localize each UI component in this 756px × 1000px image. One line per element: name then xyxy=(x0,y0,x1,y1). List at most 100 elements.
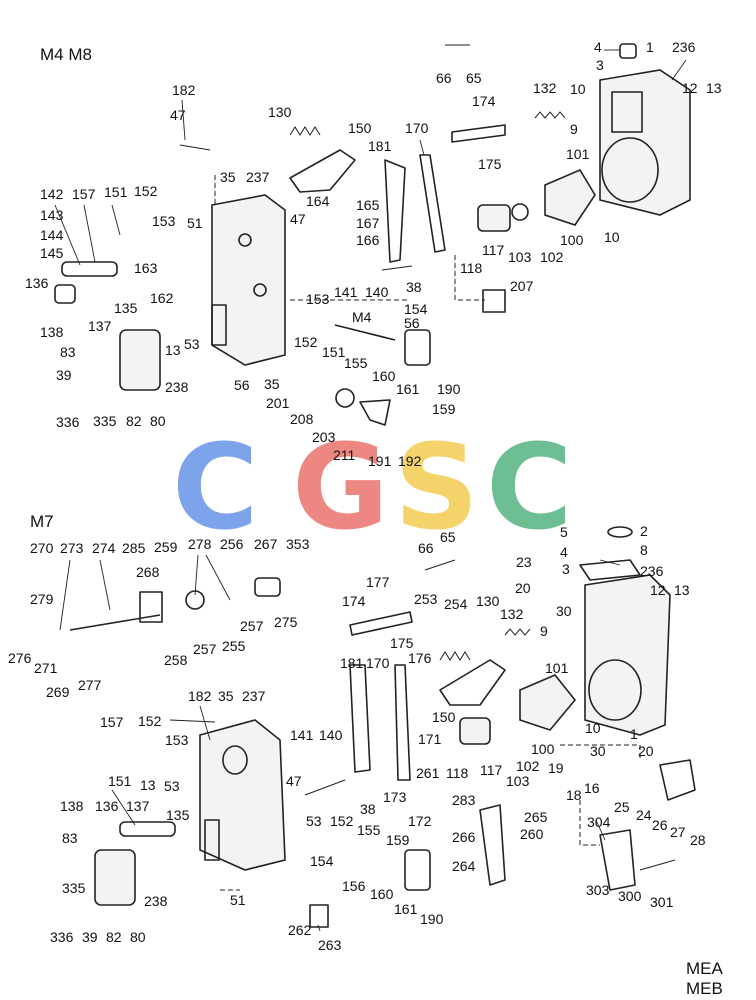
leader-line xyxy=(99,559,111,611)
callout: 255 xyxy=(222,638,246,654)
screw-38-top xyxy=(381,265,413,271)
callout: 237 xyxy=(246,169,270,185)
callout: 66 xyxy=(418,540,434,556)
callout: 53 xyxy=(184,336,200,352)
callout: 166 xyxy=(356,232,380,248)
spring-132-top xyxy=(534,111,566,119)
callout: 152 xyxy=(138,713,162,729)
callout: 18 xyxy=(566,787,582,803)
callout: 175 xyxy=(390,635,414,651)
callout: 260 xyxy=(520,826,544,842)
leader-line xyxy=(599,559,621,566)
callout: 102 xyxy=(540,249,564,265)
callout: 82 xyxy=(106,929,122,945)
callout: 100 xyxy=(531,741,555,757)
callout: 254 xyxy=(444,596,468,612)
callout: 35 xyxy=(218,688,234,704)
arm-170-bottom xyxy=(394,664,411,781)
callout: 151 xyxy=(104,184,128,200)
callout: 256 xyxy=(220,536,244,552)
callout: 190 xyxy=(437,381,461,397)
washer-103-top xyxy=(511,203,529,221)
watermark-letter-3: S xyxy=(394,418,479,556)
callout: 160 xyxy=(370,886,394,902)
callout: 152 xyxy=(330,813,354,829)
leader-line xyxy=(595,819,606,841)
callout: 47 xyxy=(286,773,302,789)
section-label-m4: M4 xyxy=(352,309,372,325)
callout: 259 xyxy=(154,539,178,555)
top-assembly xyxy=(54,43,691,426)
callout: 13 xyxy=(706,80,722,96)
cam-assembly-top xyxy=(544,168,596,226)
callout: 103 xyxy=(508,249,532,265)
bracket-174-bottom xyxy=(349,611,413,636)
lever-150-bottom xyxy=(439,659,506,706)
callout: 13 xyxy=(674,582,690,598)
bracket-26-bottom xyxy=(659,759,696,801)
lever-300-bottom xyxy=(599,829,636,891)
callout: 30 xyxy=(556,603,572,619)
cap-screw-top xyxy=(619,43,637,59)
callout: 38 xyxy=(406,279,422,295)
callout: 53 xyxy=(306,813,322,829)
callout: 138 xyxy=(40,324,64,340)
callout: 12 xyxy=(682,80,698,96)
cap-138-top xyxy=(54,284,76,304)
callout: 261 xyxy=(416,765,440,781)
section-label-m7: M7 xyxy=(30,512,54,531)
callout: 208 xyxy=(290,411,314,427)
leader-line xyxy=(199,705,211,741)
callout: 13 xyxy=(165,342,181,358)
callout: 66 xyxy=(436,70,452,86)
callout: 301 xyxy=(650,894,674,910)
callout: 2 xyxy=(640,523,648,539)
plug-263-bottom xyxy=(309,904,329,928)
callout: 201 xyxy=(266,395,290,411)
callout: 23 xyxy=(516,554,532,570)
callout: 336 xyxy=(56,414,80,430)
callout: 144 xyxy=(40,227,64,243)
leader-line xyxy=(54,204,81,266)
leader-line xyxy=(419,139,425,156)
callout: 8 xyxy=(640,542,648,558)
housing-right-bottom xyxy=(584,574,671,736)
leader-line xyxy=(111,789,136,826)
callout: 154 xyxy=(404,301,428,317)
callout: 238 xyxy=(165,379,189,395)
callout: 153 xyxy=(306,291,330,307)
callout: 140 xyxy=(319,727,343,743)
callout: 130 xyxy=(268,104,292,120)
callout: 278 xyxy=(188,536,212,552)
arm-170-top xyxy=(419,154,446,253)
callout: 83 xyxy=(60,344,76,360)
callout: 136 xyxy=(25,275,49,291)
callout: 35 xyxy=(264,376,280,392)
callout: 270 xyxy=(30,540,54,556)
callout: 303 xyxy=(586,882,610,898)
callout: 182 xyxy=(172,82,196,98)
screw-182-bottom xyxy=(169,719,216,723)
callout: 152 xyxy=(294,334,318,350)
shaft-155-top xyxy=(334,324,396,341)
callout: 53 xyxy=(164,778,180,794)
callout: 20 xyxy=(515,580,531,596)
arm-181-bottom xyxy=(349,664,371,773)
callout: 35 xyxy=(220,169,236,185)
bushing-117-bottom xyxy=(459,717,491,745)
housing-hole-1-top xyxy=(238,233,252,247)
callout: 192 xyxy=(398,453,422,469)
bushing-117-top xyxy=(477,204,511,232)
lever-260-bottom xyxy=(479,804,506,886)
shaft-140-bottom xyxy=(304,779,346,796)
callout: 16 xyxy=(584,780,600,796)
arm-181-top xyxy=(384,159,406,263)
callout: 26 xyxy=(652,817,668,833)
callout: 353 xyxy=(286,536,310,552)
bracket-174-top xyxy=(451,124,506,143)
cover-238-bottom xyxy=(94,849,136,906)
shaft-301-bottom xyxy=(639,859,676,871)
callout: 1 xyxy=(646,39,654,55)
callout: 101 xyxy=(566,146,590,162)
